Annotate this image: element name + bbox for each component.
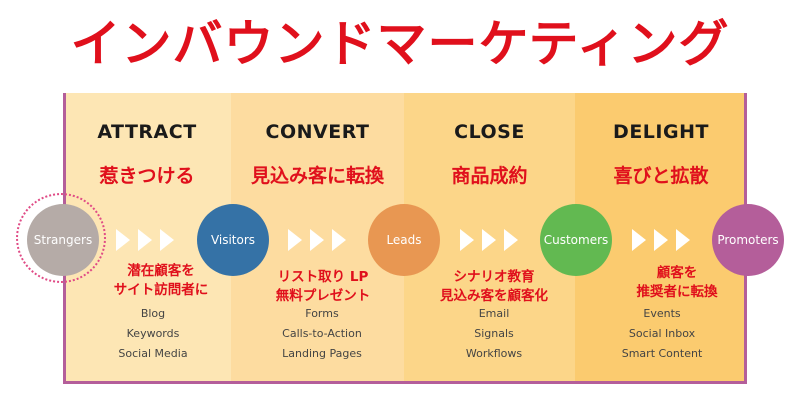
stage-subtitle: 喜びと拡散 [613,165,709,187]
stage-tools: Forms Calls-to-Action Landing Pages [264,304,380,364]
tool-item: Events [643,307,681,320]
tool-item: Social Media [118,347,188,360]
tool-item: Signals [474,327,514,340]
stage-tools: Blog Keywords Social Media [98,304,208,364]
tool-item: Email [478,307,510,320]
stage-tools: Events Social Inbox Smart Content [604,304,720,364]
tool-item: Calls-to-Action [282,327,362,340]
tool-item: Blog [140,307,166,320]
arrow-right-icon [116,229,184,251]
description-line: 無料プレゼント [275,288,371,304]
stage-name: CLOSE [454,121,525,143]
node-visitors: Visitors [197,204,269,276]
tool-item: Social Inbox [628,327,696,340]
tool-item: Keywords [126,327,180,340]
node-customers: Customers [540,204,612,276]
strangers-dotted-ring [16,193,106,283]
stage-subtitle: 商品成約 [451,165,528,187]
stage-description: リスト取り LP 無料プレゼント [258,268,388,306]
description-line: シナリオ教育 [453,269,535,285]
arrow-right-icon [288,229,356,251]
description-line: 顧客を [656,265,698,281]
stage-subtitle: 見込み客に転換 [250,165,384,187]
node-leads: Leads [368,204,440,276]
node-promoters: Promoters [712,204,784,276]
description-line: 推奨者に転換 [636,284,718,300]
description-line: 潜在顧客を [127,263,195,279]
stage-name: ATTRACT [97,121,197,143]
arrow-right-icon [460,229,528,251]
tool-item: Landing Pages [282,347,362,360]
tool-item: Smart Content [621,347,703,360]
stage-subtitle: 惹きつける [99,165,195,187]
stage-tools: Email Signals Workflows [436,304,552,364]
stage-name: CONVERT [265,121,370,143]
description-line: リスト取り LP [277,269,369,285]
stage-description: シナリオ教育 見込み客を顧客化 [426,268,562,306]
stage-description: 潜在顧客を サイト訪問者に [102,262,220,300]
description-line: 見込み客を顧客化 [440,288,548,304]
tool-item: Workflows [465,347,523,360]
arrow-right-icon [632,229,700,251]
tool-item: Forms [305,307,339,320]
node-strangers: Strangers [27,204,99,276]
page-title: インバウンドマーケティング [70,15,730,73]
stage-description: 顧客を 推奨者に転換 [618,264,736,302]
description-line: サイト訪問者に [113,282,209,298]
stage-name: DELIGHT [613,121,709,143]
